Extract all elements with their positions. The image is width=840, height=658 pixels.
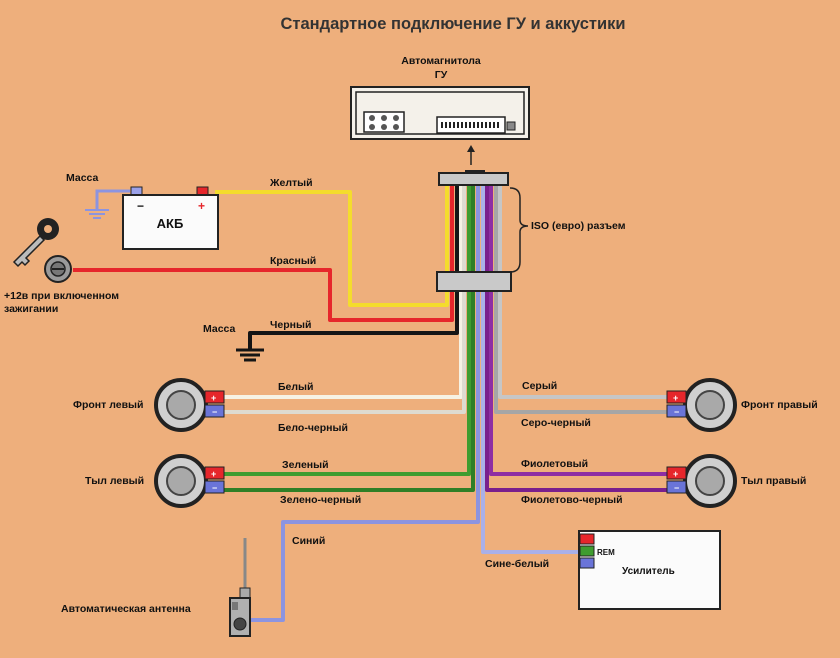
amplifier-label: Усилитель: [622, 566, 675, 577]
svg-text:−: −: [674, 407, 679, 417]
svg-text:+: +: [211, 393, 216, 403]
head-unit-label-1: Автомагнитола: [401, 55, 481, 67]
wire-label-gray-black: Серо-черный: [521, 417, 591, 429]
wire-label-blue: Синий: [292, 535, 325, 547]
gray-black-wire: [494, 185, 668, 414]
diagram-title: Стандартное подключение ГУ и аккустики: [280, 15, 625, 33]
speaker-rear-left-label: Тыл левый: [85, 475, 144, 487]
wire-label-black: Черный: [270, 319, 311, 331]
arrow-head-icon: [467, 145, 475, 152]
svg-text:−: −: [212, 407, 217, 417]
amplifier: REM Усилитель: [578, 530, 721, 610]
battery: − + АКБ: [122, 186, 219, 250]
svg-text:+: +: [673, 393, 678, 403]
blue-wire: [247, 185, 480, 622]
ignition-key-icon: [12, 218, 59, 268]
wire-label-blue-white: Сине-белый: [485, 558, 549, 570]
wire-label-white-black: Бело-черный: [278, 422, 348, 434]
svg-text:−: −: [212, 483, 217, 493]
iso-bracket: [509, 187, 529, 273]
battery-ground-wire: [95, 189, 130, 210]
wire-label-violet: Фиолетовый: [521, 458, 588, 470]
speaker-rear-left: + −: [154, 454, 225, 508]
white-black-wire: [223, 185, 466, 414]
speaker-front-right: + −: [666, 378, 737, 432]
speaker-rear-right-label: Тыл правый: [741, 475, 806, 487]
ignition-label-2: зажигании: [4, 303, 58, 315]
iso-connector-top: [438, 172, 509, 186]
antenna-icon: [229, 538, 251, 637]
speaker-front-left: + −: [154, 378, 225, 432]
svg-text:−: −: [674, 483, 679, 493]
svg-text:+: +: [211, 469, 216, 479]
speaker-front-left-label: Фронт левый: [73, 399, 143, 411]
wire-label-green-black: Зелено-черный: [280, 494, 361, 506]
wire-label-violet-black: Фиолетово-черный: [521, 494, 623, 506]
iso-connector-bottom: [436, 271, 512, 292]
ignition-label-1: +12в при включенном: [4, 290, 119, 302]
blue-white-wire: [481, 185, 582, 554]
ground-mid-icon: [236, 348, 264, 362]
wire-label-green: Зеленый: [282, 459, 329, 471]
ground-mid-label: Масса: [203, 323, 236, 335]
iso-label: ISO (евро) разъем: [531, 220, 626, 232]
white-wire: [223, 185, 463, 399]
wire-label-red: Красный: [270, 255, 316, 267]
black-wire: [248, 185, 459, 350]
yellow-wire: [215, 185, 449, 307]
battery-minus: −: [137, 199, 144, 213]
battery-plus: +: [198, 199, 205, 213]
wire-label-gray: Серый: [522, 380, 557, 392]
gray-wire: [498, 185, 668, 399]
wire-label-yellow: Желтый: [269, 177, 313, 189]
svg-text:+: +: [673, 469, 678, 479]
battery-label: АКБ: [157, 216, 184, 231]
antenna-label: Автоматическая антенна: [61, 603, 191, 615]
wire-label-white: Белый: [278, 381, 313, 393]
head-unit-label-2: ГУ: [435, 69, 448, 81]
speaker-rear-right: + −: [666, 454, 737, 508]
ground-top-icon: [85, 209, 109, 219]
ignition-switch-icon: [44, 255, 72, 283]
amplifier-rem-label: REM: [597, 548, 615, 557]
head-unit-icon: [350, 86, 530, 140]
speaker-front-right-label: Фронт правый: [741, 399, 818, 411]
ground-top-label: Масса: [66, 172, 99, 184]
